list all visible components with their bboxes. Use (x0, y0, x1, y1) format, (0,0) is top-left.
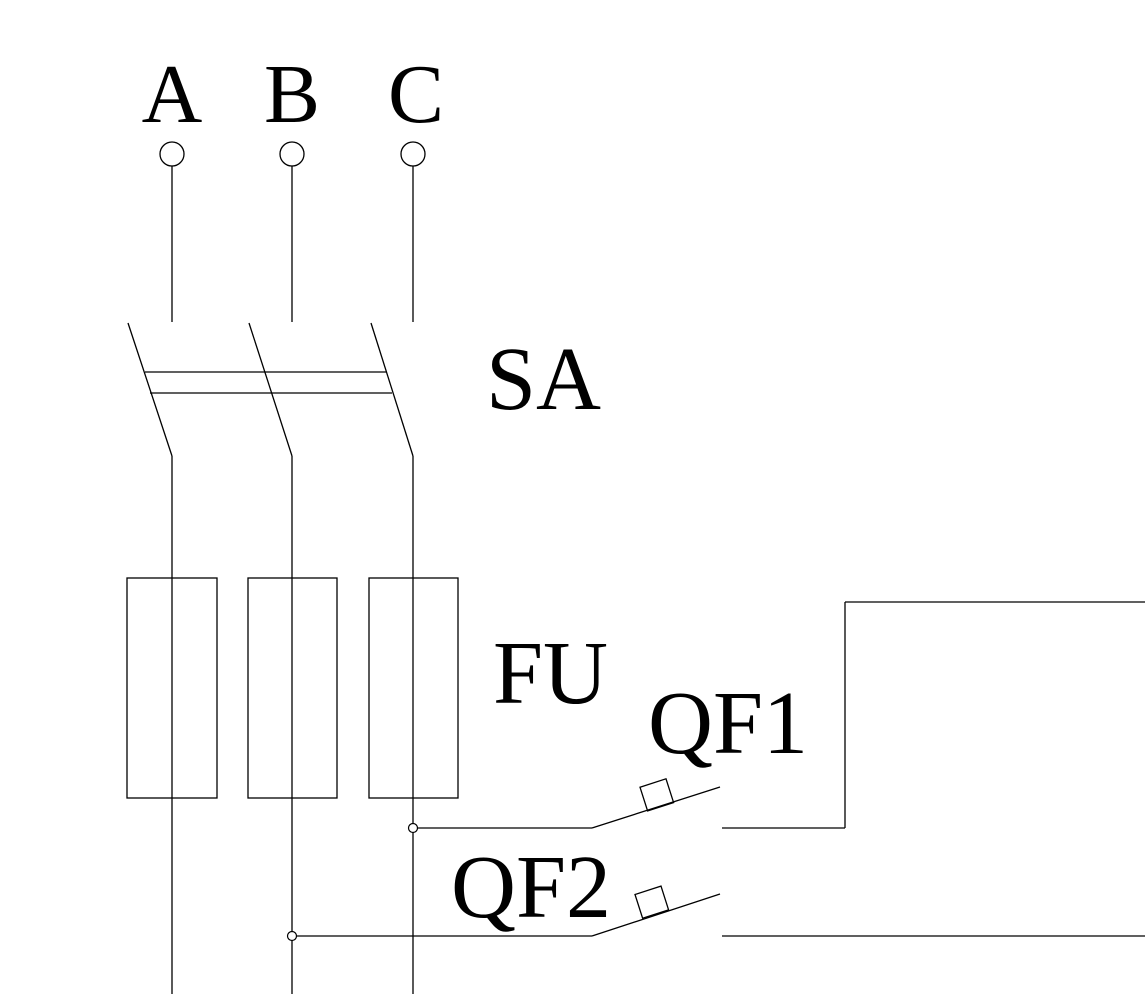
fuse-b (247, 577, 338, 799)
fuse-c (368, 577, 459, 799)
phase-c-label: C (388, 48, 444, 141)
qf2-trip-element (634, 885, 670, 920)
phase-c-terminal (400, 141, 426, 167)
qf1-junction-node (407, 822, 419, 834)
qf1-contact-blade (591, 786, 721, 829)
switch-blade-b (248, 322, 293, 457)
qf2-label: QF2 (451, 838, 611, 937)
phase-a-terminal (159, 141, 185, 167)
phase-b-terminal (279, 141, 305, 167)
fuse-a (126, 577, 218, 799)
qf1-trip-element (639, 777, 675, 812)
switch-label: SA (486, 330, 601, 429)
qf2-junction-node (286, 930, 298, 942)
switch-blade-c (370, 322, 414, 457)
phase-b-label: B (264, 48, 320, 141)
fuse-label: FU (493, 624, 608, 723)
qf1-label: QF1 (648, 674, 808, 773)
phase-a-label: A (142, 48, 203, 141)
switch-blade-a (127, 322, 173, 457)
qf2-contact-blade (591, 893, 721, 937)
